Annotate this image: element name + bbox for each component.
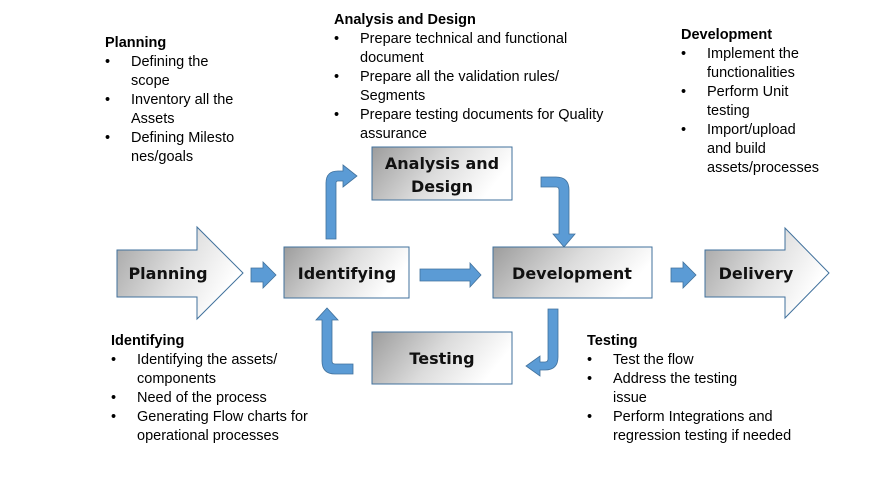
planning-note-list: Defining the scope Inventory all the Ass… [105,53,240,167]
delivery-stage: Delivery [704,226,830,320]
analysis-design-note-list: Prepare technical and functional documen… [334,30,634,144]
identifying-label: Identifying [298,264,397,283]
list-item: Prepare all the validation rules/ Segmen… [334,68,605,106]
identifying-note-list: Identifying the assets/ components Need … [111,351,311,446]
list-item: Generating Flow charts for operational p… [111,408,311,446]
arrow-planning-to-identifying [250,261,277,289]
planning-note-title: Planning [105,35,167,51]
planning-stage: Planning [116,225,244,321]
list-item: Prepare technical and functional documen… [334,30,605,68]
list-item: Perform Integrations and regression test… [587,408,792,446]
analysis-design-note: Analysis and Design Prepare technical an… [334,11,634,144]
planning-label: Planning [128,264,207,283]
arrow-development-to-testing [525,308,559,377]
list-item: Identifying the assets/ components [111,351,311,389]
analysis-design-label-line2: Design [411,177,473,196]
delivery-label: Delivery [719,264,794,283]
development-note-title: Development [681,27,773,43]
list-item: Inventory all the Assets [105,91,240,129]
list-item: Need of the process [111,389,311,408]
arrow-analysis-to-development [540,176,576,248]
testing-stage: Testing [371,331,513,385]
analysis-design-stage: Analysis and Design [371,146,513,201]
testing-label: Testing [409,349,474,368]
arrow-testing-to-identifying [315,307,354,375]
testing-note-title: Testing [587,333,638,349]
planning-note: Planning Defining the scope Inventory al… [105,34,240,167]
development-note: Development Implement the functionalitie… [681,26,846,178]
identifying-note-title: Identifying [111,333,185,349]
list-item: Defining the scope [105,53,240,91]
list-item: Implement the functionalities [681,45,817,83]
list-item: Test the flow [587,351,792,370]
analysis-design-note-title: Analysis and Design [334,12,476,28]
development-stage: Development [492,246,653,299]
list-item: Prepare testing documents for Quality as… [334,106,634,144]
testing-note: Testing Test the flow Address the testin… [587,332,792,446]
identifying-stage: Identifying [283,246,410,299]
arrow-identifying-to-analysis [325,164,358,240]
list-item: Import/upload and build assets/processes [681,121,819,178]
identifying-note: Identifying Identifying the assets/ comp… [111,332,311,446]
arrow-identifying-to-development [419,261,482,289]
list-item: Address the testing issue [587,370,763,408]
testing-note-list: Test the flow Address the testing issue … [587,351,792,446]
list-item: Perform Unit testing [681,83,807,121]
list-item: Defining Milestones/goals [105,129,240,167]
development-note-list: Implement the functionalities Perform Un… [681,45,846,178]
arrow-development-to-delivery [670,261,697,289]
development-label: Development [512,264,632,283]
analysis-design-label-line1: Analysis and [385,154,499,173]
